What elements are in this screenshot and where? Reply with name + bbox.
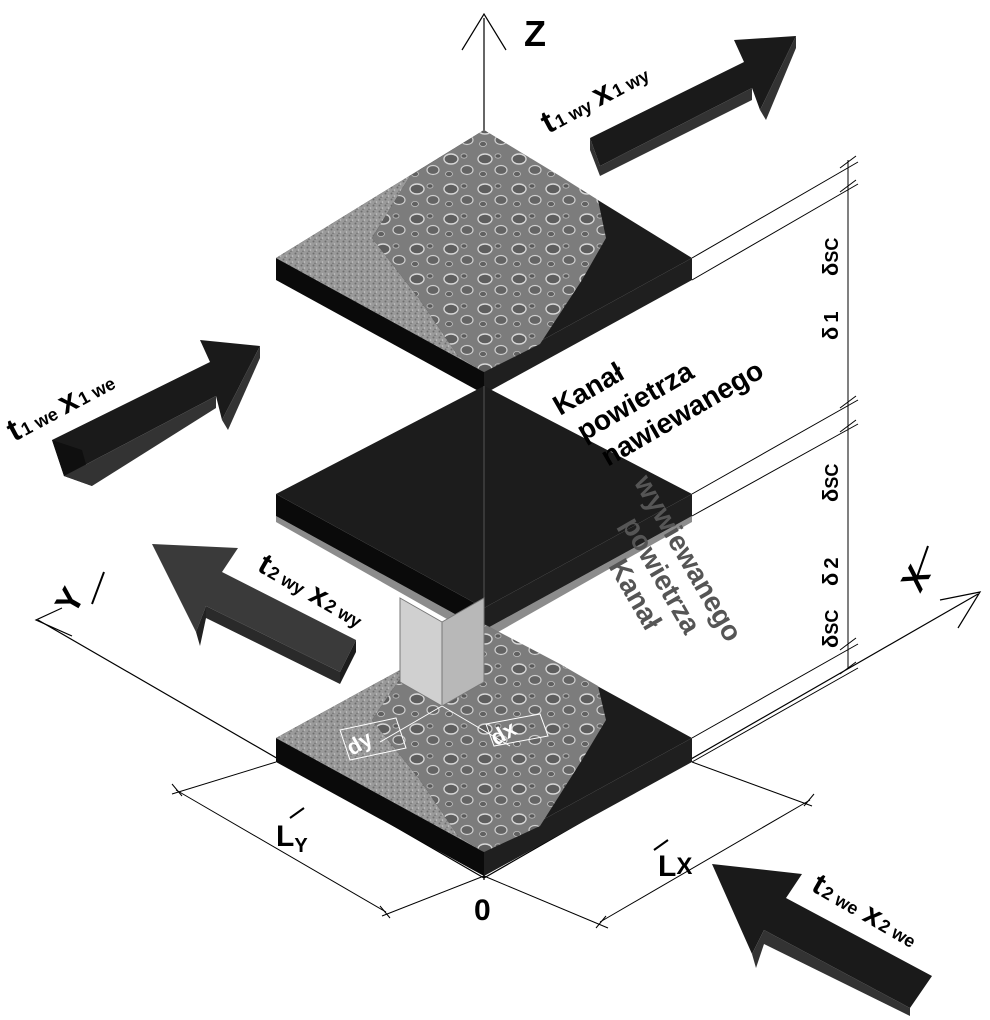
lx-ext-right <box>691 761 813 807</box>
dy-frame <box>339 717 407 761</box>
top-plate-front-right <box>484 258 692 394</box>
delta-sc-mid: δSC <box>818 464 843 502</box>
y-axis-label: Y <box>48 581 92 620</box>
block-arrow-right-up-icon <box>52 340 260 486</box>
block-arrow-right-up-icon <box>590 36 796 176</box>
x-axis-arrowhead <box>939 591 982 629</box>
delta-1: δ1 <box>818 312 843 340</box>
dy-guide-line <box>379 705 443 743</box>
ext-line-top-1 <box>691 161 859 259</box>
x-axis-overbar <box>915 545 929 581</box>
delta-sc-bot: δSC <box>818 610 843 648</box>
ly-label: LY <box>276 820 308 857</box>
block-arrow-left-up-icon <box>152 544 356 684</box>
ext-line-bot-2 <box>691 667 859 763</box>
tick-2 <box>839 179 857 193</box>
middle-plate <box>276 386 692 640</box>
ly-overbar <box>289 807 305 819</box>
z-axis-label: Z <box>524 13 546 54</box>
tick-6 <box>839 661 857 675</box>
tick-5 <box>839 637 857 651</box>
ly-ext-right <box>381 875 485 917</box>
vertical-dimensions: δSC δ1 δSC δ2 δSC <box>691 155 859 763</box>
ext-line-top-2 <box>691 183 859 281</box>
arrow-out-1: t1 wyx1 wy <box>534 36 796 176</box>
ly-tick-1 <box>171 783 183 797</box>
tick-3 <box>839 395 857 409</box>
lx-label: LX <box>658 850 692 883</box>
dx-guide-line <box>441 705 511 747</box>
bottom-plate-front-right <box>484 738 692 876</box>
lx-tick-2 <box>803 793 815 807</box>
origin-label: 0 <box>474 894 491 927</box>
lx-ext-left <box>483 875 609 929</box>
top-plate-front-left <box>276 258 484 394</box>
block-arrow-left-up-icon <box>712 864 932 1016</box>
ext-line-mid-2 <box>691 423 859 517</box>
ly-dim-line <box>175 789 387 913</box>
ext-line-bot-1 <box>691 643 859 739</box>
middle-plate-front-right <box>484 494 692 630</box>
delta-2: δ2 <box>818 558 843 586</box>
arrow-out-2: t2 wyx2 wy <box>152 544 365 684</box>
middle-plate-front-left <box>276 494 484 630</box>
top-plate <box>276 130 692 394</box>
arrow-in-1: t1 wex1 we <box>0 340 260 486</box>
z-axis-arrowhead <box>461 12 507 51</box>
column-right-face <box>441 597 485 707</box>
dx-frame <box>485 713 549 747</box>
lx-dim-line <box>599 799 811 923</box>
top-plate-drop-texture <box>372 130 606 372</box>
tick-1 <box>839 155 857 169</box>
lx-tick-1 <box>595 915 607 929</box>
horizontal-dimensions: LX LY <box>171 761 815 929</box>
top-plate-fine-texture <box>276 130 484 372</box>
bottom-plate-front-left <box>276 738 484 876</box>
arrow-in-2: t2 wex2 we <box>712 864 932 1016</box>
delta-sc-top: δSC <box>818 238 843 276</box>
lx-overbar <box>653 839 669 851</box>
ly-tick-2 <box>379 905 391 919</box>
ly-ext-left <box>171 761 277 795</box>
bottom-plate-fine-texture <box>276 624 484 852</box>
y-axis-overbar <box>91 571 105 605</box>
tick-4 <box>839 419 857 433</box>
ext-line-mid-1 <box>691 399 859 495</box>
y-axis-arrowhead <box>34 607 73 637</box>
